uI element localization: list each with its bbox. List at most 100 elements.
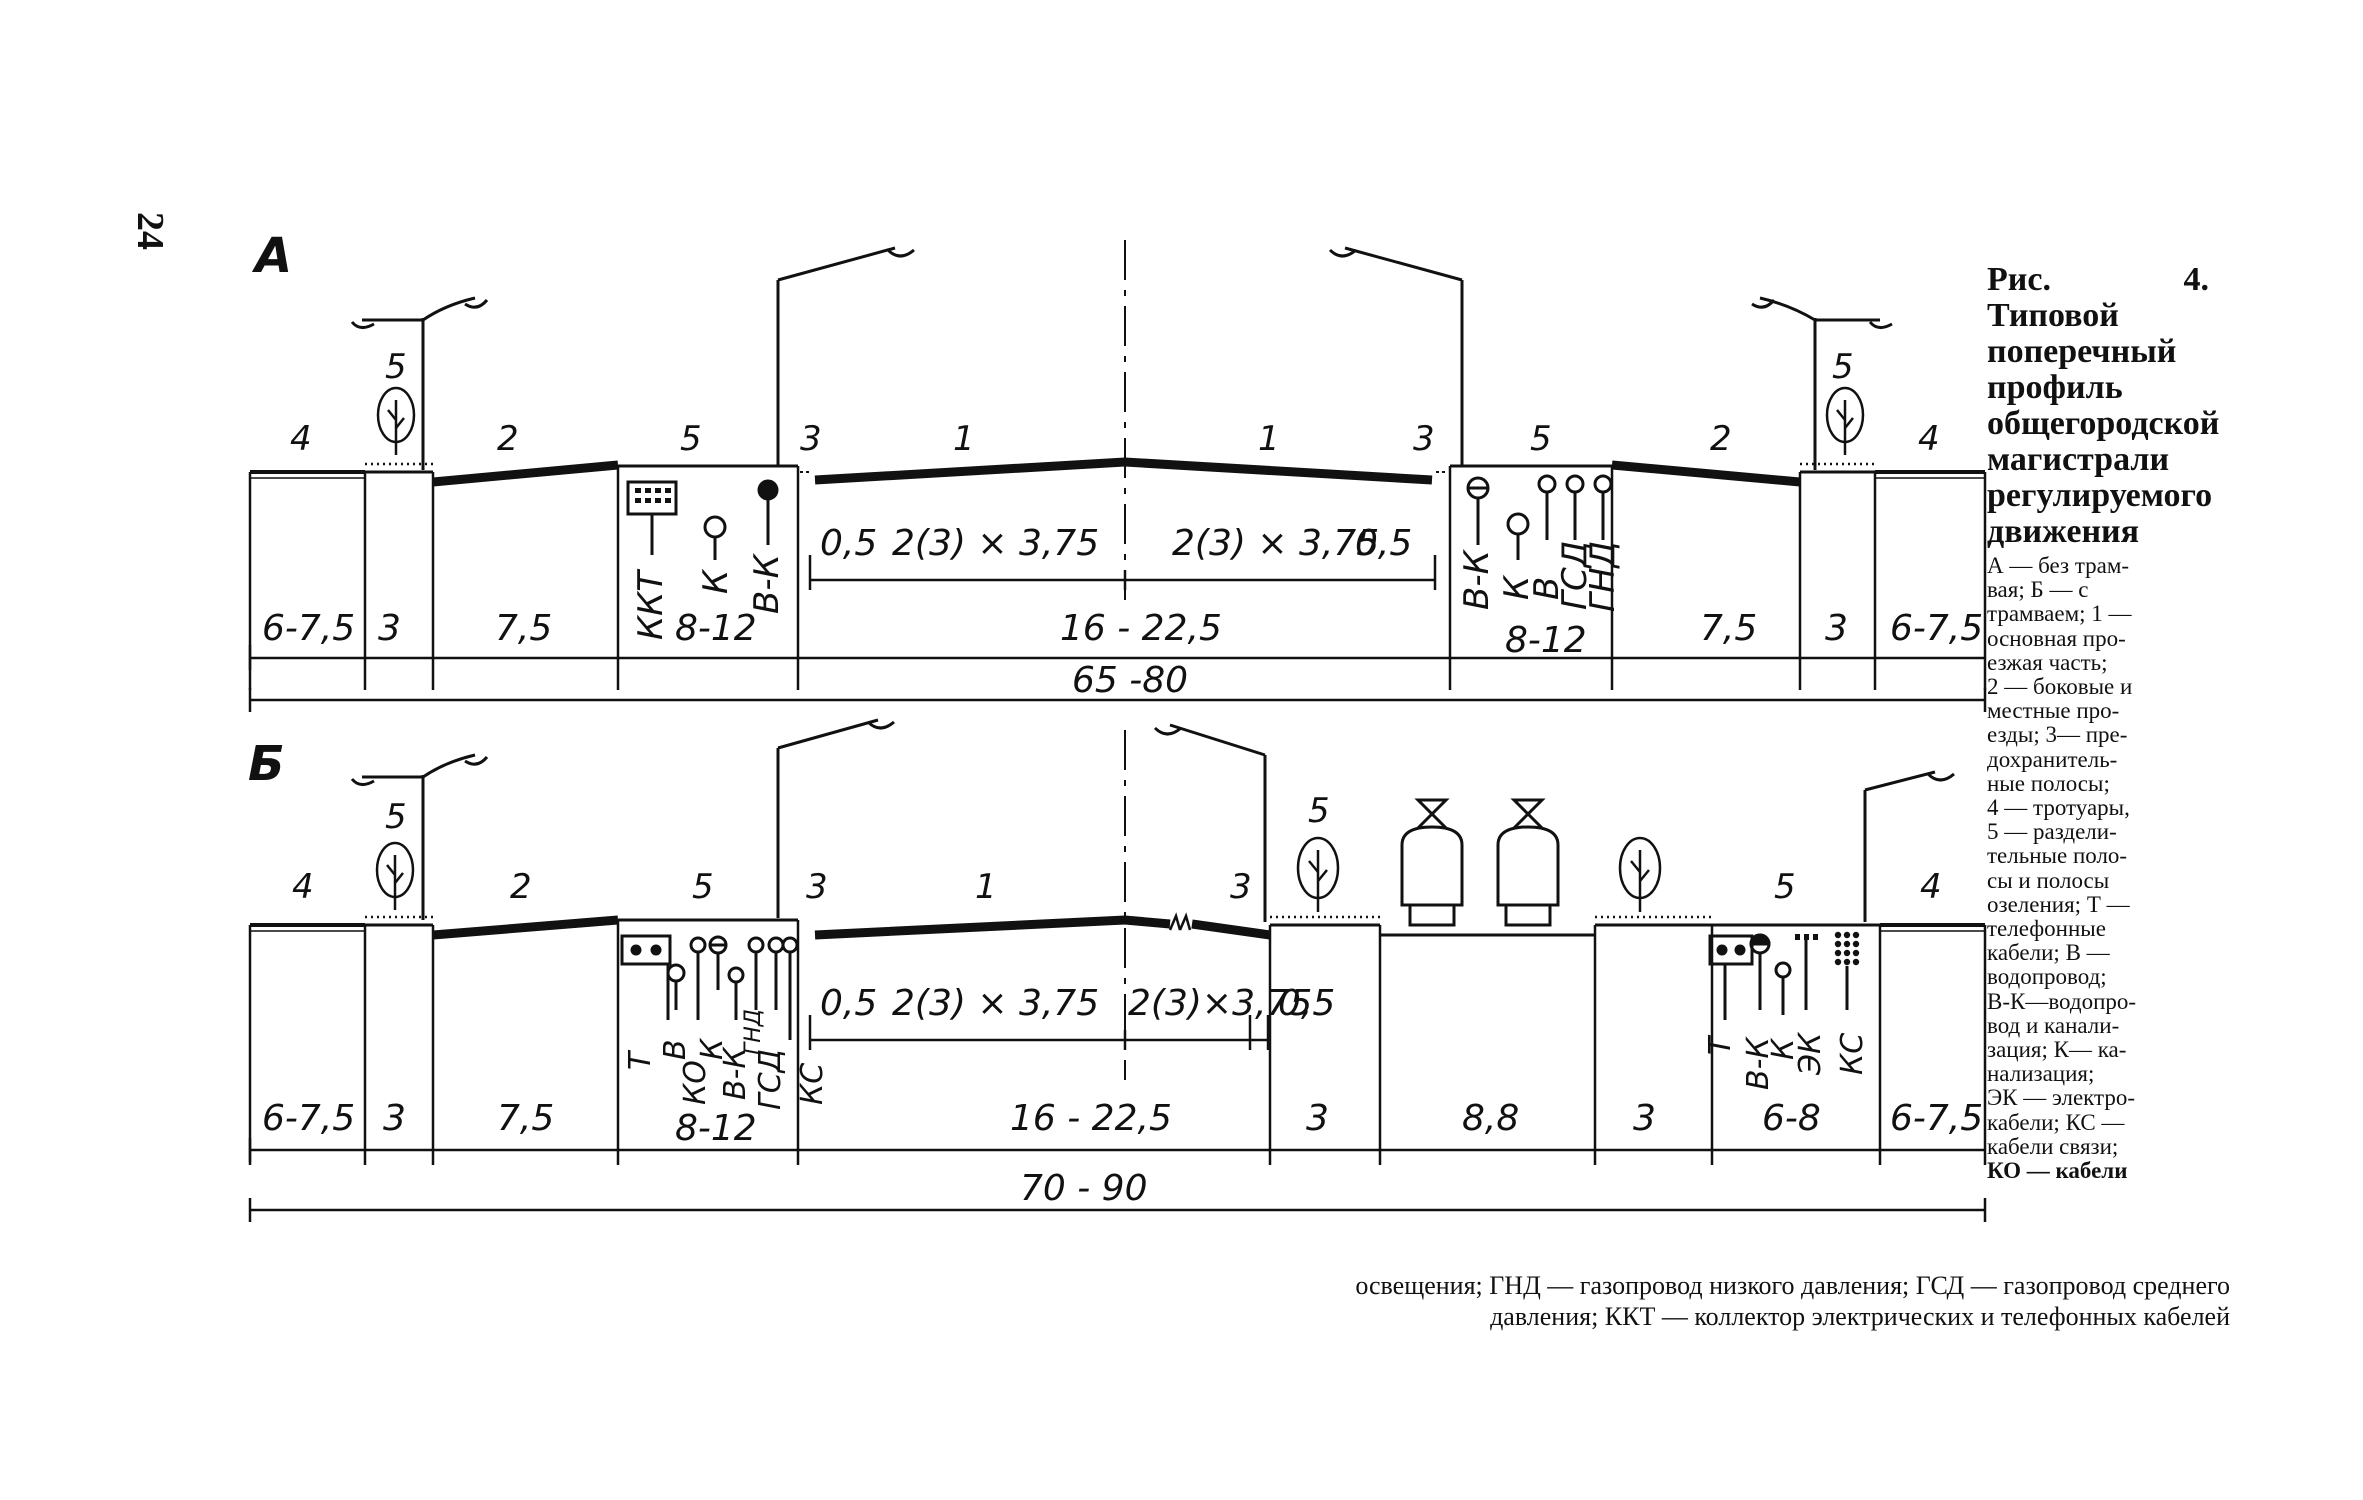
lamp-post [776,246,915,466]
utility-symbols-left-b [620,934,799,1040]
legend-line: кабели; КС — [1987,1109,2125,1135]
utility-label: В-К [718,1046,753,1100]
width-value: 6-7,5 [262,608,355,649]
utility-label: ГСД [1555,541,1595,610]
utility-label: К [696,568,736,594]
lamp-post [1328,246,1464,466]
tram-car [1400,798,1464,927]
legend-line: тельные поло- [1987,843,2128,869]
width-value: 3 [1306,1098,1329,1139]
zone-number: 5 [1832,347,1854,387]
lamp-post [350,753,489,920]
tree-median-b [1595,836,1712,919]
zone-numbers-b: 4 5 2 5 3 1 3 5 5 4 [292,791,1942,907]
total-dimension-b [248,1198,1987,1222]
utility-symbols-right-a [1466,474,1613,560]
utility-label: В-К [747,552,787,614]
zone-boundaries [248,466,1987,690]
utility-label: В [658,1039,693,1060]
width-value: 6-7,5 [1890,1098,1983,1139]
width-value: 6-7,5 [262,1098,355,1139]
utility-label: К [695,1037,730,1060]
legend-line: озеления; Т — [1987,891,2130,917]
lamp-post [1153,723,1267,922]
zone-number: 5 [1530,419,1552,459]
utility-label: В-К [1741,1036,1776,1090]
width-value: 16 - 22,5 [1010,1098,1172,1139]
legend-line: водопровод; [1987,964,2107,990]
width-value: 3 [1633,1098,1656,1139]
lane-dim: 2(3)×3,75 [1128,983,1312,1024]
profile-b-label: Б [248,736,285,792]
lane-dimension-a [808,555,1437,590]
zone-numbers-a: 4 5 2 5 3 1 1 3 5 2 5 4 [290,347,1940,459]
legend-line: вод и канали- [1987,1012,2120,1038]
utility-label: КС [1835,1033,1870,1075]
tram-car [1496,798,1560,927]
zone-number: 5 [1308,791,1330,831]
legend-line: 4 — тротуары, [1987,795,2130,821]
figure-caption: Рис. 4. Типовой поперечный профиль общег… [1987,261,2220,1184]
width-dimension-a [248,645,1985,670]
legend-line: 5 — раздели- [1987,819,2117,845]
total-width: 65 -80 [1072,660,1188,701]
road-surface [250,912,1985,940]
utility-label: К [1497,574,1537,600]
utility-label: Т [1703,1034,1738,1055]
utility-label: ГСД [753,1049,788,1110]
width-value: 6-7,5 [1890,608,1983,649]
zone-number: 3 [806,867,828,907]
utility-symbols-left-a [626,479,779,560]
zone-number: 5 [385,797,407,837]
width-value: 8-12 [675,1108,757,1149]
zone-number: 3 [1230,867,1252,907]
width-value: 3 [378,608,401,649]
lane-dim: 0,5 [1355,523,1412,564]
utility-label: ГНД [741,1009,766,1055]
lamp-post [776,718,895,918]
lamp-post [1863,770,1955,922]
legend-line: дохранитель- [1987,746,2118,772]
road-surface [250,457,1985,487]
legend-line: местные про- [1987,698,2120,724]
tree-right-a [1800,386,1875,466]
zone-number: 2 [1710,419,1732,459]
legend-line: трамваем; 1 — [1987,601,2132,627]
zone-number: 2 [497,419,519,459]
zone-number: 1 [975,867,997,907]
lane-dim: 2(3) × 3,75 [892,983,1099,1024]
zone-number: 4 [1918,419,1940,459]
legend-line: зация; К— ка- [1987,1037,2127,1063]
lane-dim: 2(3) × 3,75 [892,523,1099,564]
width-value: 3 [1825,608,1848,649]
caption-title: Рис. 4. Типовой поперечный профиль общег… [1987,261,2220,550]
utility-label: ГНД [1583,541,1623,612]
legend-line: вая; Б — с [1987,577,2089,603]
zone-number: 3 [800,419,822,459]
profile-a-label: А [251,228,292,284]
width-value: 8-12 [1505,620,1587,661]
zone-number: 2 [510,867,532,907]
legend-line: ЭК — электро- [1987,1085,2136,1111]
lane-dimension-b [808,1015,1270,1050]
width-value: 7,5 [495,608,552,649]
caption-bottom-line: давления; ККТ — коллектор электрических … [1490,1302,2230,1331]
zone-number: 1 [1258,419,1280,459]
zone-number: 4 [290,419,312,459]
legend-line: КО — кабели [1987,1158,2128,1184]
width-value: 7,5 [1700,608,1757,649]
caption-legend: А — без трам- вая; Б — с трамваем; 1 — о… [1987,553,2209,1184]
lane-dim: 0,5 [820,523,877,564]
tree-left-a [365,386,433,466]
utility-label: В-К [1457,548,1497,610]
total-dimension-a [248,688,1987,712]
utility-symbols-right-b [1708,931,1860,1020]
utility-label: В [1527,577,1567,600]
utility-label: К [1766,1037,1801,1060]
utility-label: ЭК [1793,1031,1828,1076]
zone-number: 1 [953,419,975,459]
legend-line: езды; 3— пре- [1987,722,2128,748]
zone-number: 5 [1774,867,1796,907]
lane-dim: 2(3) × 3,75 [1172,523,1379,564]
